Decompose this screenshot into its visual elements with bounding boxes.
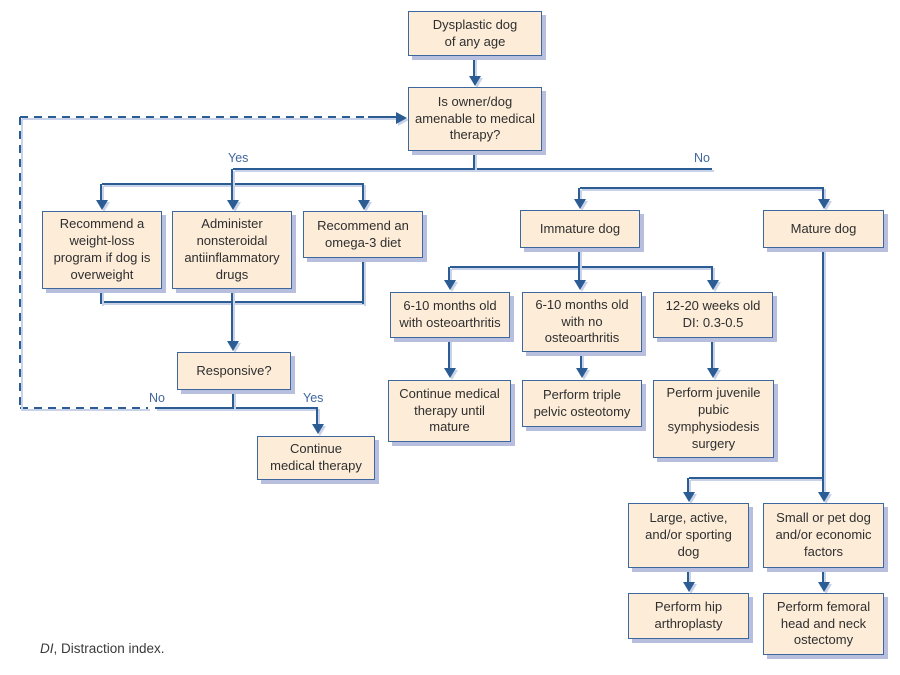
node-small-pet-dog: Small or pet dog and/or economic factors bbox=[763, 503, 884, 568]
feedback-dashed-line bbox=[19, 117, 21, 409]
connector-line bbox=[578, 188, 580, 200]
connector-line bbox=[448, 267, 450, 281]
arrowhead-down-icon bbox=[227, 341, 239, 351]
connector-line bbox=[102, 301, 364, 303]
node-amenable-question: Is owner/dog amenable to medical therapy… bbox=[408, 87, 542, 151]
node-juvenile-pubic-symphysiodesis: Perform juvenile pubic symphysiodesis su… bbox=[653, 380, 774, 458]
connector-line bbox=[687, 478, 689, 493]
connector-line bbox=[473, 56, 475, 76]
arrowhead-down-icon bbox=[444, 280, 456, 290]
arrowhead-down-icon bbox=[683, 492, 695, 502]
feedback-dashed-line bbox=[20, 116, 368, 118]
arrowhead-down-icon bbox=[574, 280, 586, 290]
connector-line bbox=[233, 168, 712, 170]
node-610-no-osteoarthritis: 6-10 months old with no osteoarthritis bbox=[522, 292, 642, 352]
node-weight-loss: Recommend a weight-loss program if dog i… bbox=[42, 211, 162, 289]
connector-line bbox=[362, 257, 364, 304]
arrowhead-down-icon bbox=[358, 200, 370, 210]
node-1220-weeks: 12-20 weeks old DI: 0.3-0.5 bbox=[653, 292, 773, 338]
arrowhead-down-icon bbox=[683, 582, 695, 592]
connector-line bbox=[100, 184, 102, 201]
node-nsaid: Administer nonsteroidal antiinflammatory… bbox=[172, 211, 292, 289]
connector-line bbox=[578, 248, 580, 268]
arrowhead-down-icon bbox=[707, 280, 719, 290]
arrowhead-down-icon bbox=[818, 492, 830, 502]
connector-line bbox=[368, 116, 396, 118]
node-femoral-head-ostectomy: Perform femoral head and neck ostectomy bbox=[763, 593, 884, 655]
connector-line bbox=[711, 338, 713, 369]
arrowhead-down-icon bbox=[312, 424, 324, 434]
figure-caption: DI, Distraction index. bbox=[40, 641, 165, 656]
arrowhead-right-icon bbox=[396, 112, 407, 124]
node-large-active-dog: Large, active, and/or sporting dog bbox=[628, 503, 749, 568]
arrowhead-down-icon bbox=[818, 582, 830, 592]
node-responsive-question: Responsive? bbox=[177, 352, 291, 390]
connector-line bbox=[100, 289, 102, 304]
node-immature-dog: Immature dog bbox=[520, 210, 640, 248]
node-mature-dog: Mature dog bbox=[763, 210, 884, 248]
arrowhead-down-icon bbox=[576, 368, 588, 378]
connector-line bbox=[822, 188, 824, 200]
connector-line bbox=[362, 184, 364, 201]
connector-line bbox=[822, 248, 824, 479]
feedback-dashed-line bbox=[20, 407, 148, 409]
node-dysplastic-dog: Dysplastic dog of any age bbox=[408, 11, 542, 56]
node-triple-pelvic-osteotomy: Perform triple pelvic osteotomy bbox=[522, 380, 642, 427]
connector-line bbox=[822, 568, 824, 584]
edge-label-no-medical: No bbox=[694, 151, 710, 165]
arrowhead-down-icon bbox=[444, 368, 456, 378]
arrowhead-down-icon bbox=[96, 200, 108, 210]
connector-line bbox=[822, 478, 824, 493]
node-continue-medical-therapy: Continue medical therapy bbox=[257, 436, 375, 480]
arrowhead-down-icon bbox=[818, 199, 830, 209]
node-continue-until-mature: Continue medical therapy until mature bbox=[388, 380, 511, 442]
arrowhead-down-icon bbox=[574, 199, 586, 209]
connector-line bbox=[711, 267, 713, 281]
connector-line bbox=[687, 568, 689, 584]
caption-abbreviation: DI bbox=[40, 641, 54, 656]
connector-line bbox=[689, 477, 823, 479]
arrowhead-down-icon bbox=[707, 368, 719, 378]
connector-line bbox=[231, 289, 233, 343]
node-610-osteoarthritis: 6-10 months old with osteoarthritis bbox=[390, 292, 510, 338]
edge-label-no-responsive: No bbox=[149, 391, 165, 405]
connector-line bbox=[448, 338, 450, 369]
arrowhead-down-icon bbox=[469, 76, 481, 86]
node-hip-arthroplasty: Perform hip arthroplasty bbox=[628, 593, 749, 639]
caption-text: , Distraction index. bbox=[53, 641, 165, 656]
connector-line bbox=[578, 267, 580, 281]
connector-line bbox=[155, 407, 318, 409]
connector-line bbox=[473, 152, 475, 170]
node-omega3-diet: Recommend an omega-3 diet bbox=[303, 211, 423, 258]
connector-line bbox=[316, 408, 318, 426]
connector-line bbox=[450, 266, 713, 268]
connector-line bbox=[102, 183, 364, 185]
connector-line bbox=[231, 169, 233, 201]
connector-line bbox=[580, 187, 824, 189]
connector-line bbox=[580, 352, 582, 369]
edge-label-yes-medical: Yes bbox=[228, 151, 249, 165]
connector-line bbox=[232, 390, 234, 409]
edge-label-yes-responsive: Yes bbox=[303, 391, 324, 405]
arrowhead-down-icon bbox=[227, 200, 239, 210]
